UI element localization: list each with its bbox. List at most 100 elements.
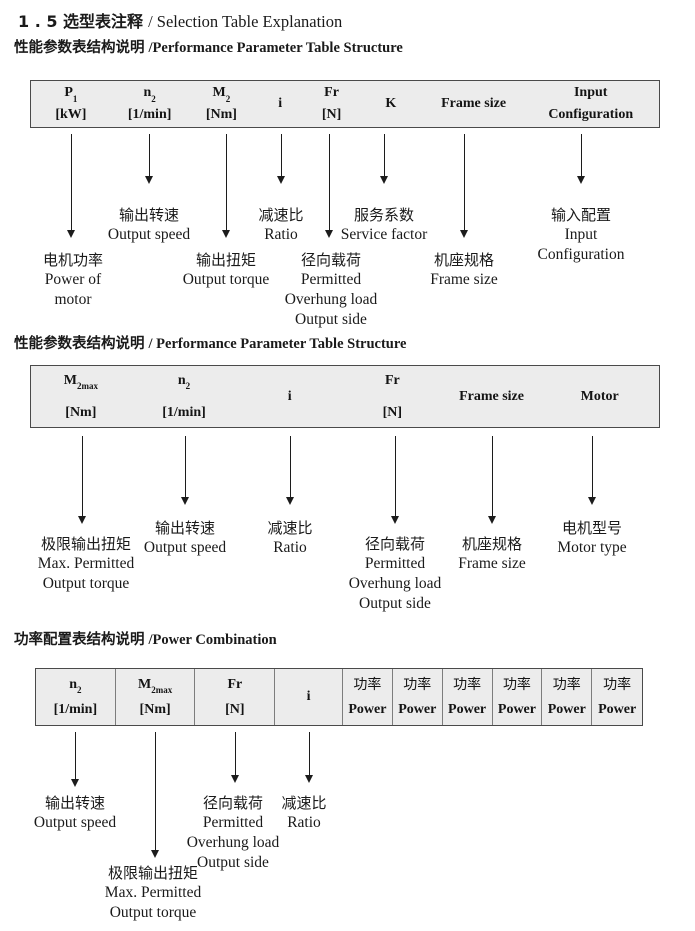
table3-col-power-3: 功率 Power bbox=[443, 669, 493, 725]
table1-col-n2: n2 [1/min] bbox=[111, 81, 189, 127]
table1-header-row: P1 [kW] n2 [1/min] M2 [Nm] i Fr [N] K bbox=[30, 80, 660, 128]
label-t1-output-speed: 输出转速 Output speed bbox=[107, 206, 191, 243]
arrow-table1-i bbox=[277, 134, 285, 184]
arrow-table2-fr bbox=[391, 436, 399, 524]
table3-col-m2max-unit: [Nm] bbox=[139, 701, 171, 717]
arrow-table1-k bbox=[380, 134, 388, 184]
table2-col-i: i bbox=[237, 366, 342, 427]
table2-col-m2max: M2max [Nm] bbox=[31, 366, 131, 427]
table1-col-input-line2: Configuration bbox=[548, 107, 634, 122]
table3-col-power-2: 功率 Power bbox=[393, 669, 443, 725]
table3-col-power-4: 功率 Power bbox=[493, 669, 543, 725]
table1-col-fr-unit: [N] bbox=[321, 107, 342, 122]
table1-col-input-configuration: Input Configuration bbox=[522, 81, 659, 127]
table1-col-k-symbol: K bbox=[385, 96, 397, 111]
table3-power-en: Power bbox=[547, 701, 586, 717]
arrow-table1-frame-size bbox=[460, 134, 468, 238]
table3-header-row: n2 [1/min] M2max [Nm] Fr [N] i 功率 Power … bbox=[35, 668, 643, 726]
arrow-table3-m2max bbox=[151, 732, 159, 858]
table3-col-power-1: 功率 Power bbox=[343, 669, 393, 725]
table3-power-zh: 功率 bbox=[453, 676, 482, 693]
table3-power-en: Power bbox=[497, 701, 536, 717]
table1-col-m2-unit: [Nm] bbox=[205, 107, 237, 122]
table2-col-n2: n2 [1/min] bbox=[131, 366, 238, 427]
table2-col-m2max-unit: [Nm] bbox=[65, 404, 97, 420]
table1-col-input-line1: Input bbox=[573, 85, 608, 100]
table1-col-i: i bbox=[254, 81, 306, 127]
table3-col-power-6: 功率 Power bbox=[592, 669, 642, 725]
section3-heading-en: /Power Combination bbox=[148, 632, 277, 648]
table3-col-i: i bbox=[275, 669, 343, 725]
table2-col-n2-symbol: n2 bbox=[177, 372, 191, 392]
table2-col-i-symbol: i bbox=[287, 388, 292, 404]
table3-power-zh: 功率 bbox=[552, 676, 581, 693]
label-t2-overhung-load: 径向载荷 Permitted Overhung load Output side bbox=[348, 535, 442, 612]
section1-heading: 性能参数表结构说明/Performance Parameter Table St… bbox=[14, 36, 403, 57]
label-t1-overhung-load: 径向载荷 Permitted Overhung load Output side bbox=[284, 251, 378, 328]
table1-col-p1: P1 [kW] bbox=[31, 81, 111, 127]
label-t2-ratio: 减速比 Ratio bbox=[267, 519, 313, 556]
arrow-table2-n2 bbox=[181, 436, 189, 505]
table3-col-n2-unit: [1/min] bbox=[53, 701, 98, 717]
label-t3-output-speed: 输出转速 Output speed bbox=[33, 794, 117, 831]
table3-power-zh: 功率 bbox=[353, 676, 382, 693]
table2-col-frame-size-label: Frame size bbox=[459, 388, 524, 404]
label-t1-service-factor: 服务系数 Service factor bbox=[340, 206, 428, 243]
arrow-table2-motor bbox=[588, 436, 596, 505]
table3-col-fr-unit: [N] bbox=[225, 701, 245, 717]
section1-heading-zh: 性能参数表结构说明 bbox=[14, 40, 145, 56]
table3-col-power-5: 功率 Power bbox=[542, 669, 593, 725]
table3-power-zh: 功率 bbox=[403, 676, 432, 693]
table1-col-fr: Fr [N] bbox=[306, 81, 357, 127]
table1-col-frame-size: Frame size bbox=[425, 81, 523, 127]
arrow-table2-i bbox=[286, 436, 294, 505]
section2-heading: 性能参数表结构说明/ Performance Parameter Table S… bbox=[14, 332, 406, 353]
label-t2-motor-type: 电机型号 Motor type bbox=[557, 519, 627, 556]
page-title-en: / Selection Table Explanation bbox=[148, 12, 343, 31]
label-t1-output-torque: 输出扭矩 Output torque bbox=[182, 251, 270, 288]
section3-heading-zh: 功率配置表结构说明 bbox=[14, 632, 145, 648]
page-title-zh: 1 . 5 选型表注释 bbox=[18, 12, 144, 31]
table3-power-zh: 功率 bbox=[502, 676, 531, 693]
section2-heading-zh: 性能参数表结构说明 bbox=[14, 336, 145, 352]
section3-heading: 功率配置表结构说明/Power Combination bbox=[14, 628, 277, 649]
label-t1-frame-size: 机座规格 Frame size bbox=[430, 251, 498, 288]
table1-col-k: K bbox=[357, 81, 425, 127]
arrow-table3-i bbox=[305, 732, 313, 783]
table2-header-row: M2max [Nm] n2 [1/min] i Fr [N] Frame siz… bbox=[30, 365, 660, 428]
table2-col-fr: Fr [N] bbox=[342, 366, 443, 427]
table2-col-fr-unit: [N] bbox=[382, 404, 403, 420]
table2-col-frame-size: Frame size bbox=[443, 366, 541, 427]
label-t1-input-configuration: 输入配置 Input Configuration bbox=[537, 206, 625, 263]
table2-col-motor-label: Motor bbox=[580, 388, 619, 404]
table1-col-m2: M2 [Nm] bbox=[189, 81, 255, 127]
section1-heading-en: /Performance Parameter Table Structure bbox=[148, 40, 403, 56]
arrow-table1-n2 bbox=[145, 134, 153, 184]
table1-col-n2-unit: [1/min] bbox=[127, 107, 172, 122]
table1-col-i-symbol: i bbox=[278, 96, 283, 111]
table1-col-p1-unit: [kW] bbox=[55, 107, 87, 122]
table3-col-m2max: M2max [Nm] bbox=[116, 669, 196, 725]
arrow-table1-input bbox=[577, 134, 585, 184]
table3-power-zh: 功率 bbox=[603, 676, 632, 693]
label-t3-overhung-load: 径向载荷 Permitted Overhung load Output side bbox=[186, 794, 280, 871]
table3-power-en: Power bbox=[348, 701, 387, 717]
arrow-table1-p1 bbox=[67, 134, 75, 238]
label-t2-output-speed: 输出转速 Output speed bbox=[143, 519, 227, 556]
label-t1-ratio: 减速比 Ratio bbox=[258, 206, 304, 243]
table3-col-n2-symbol: n2 bbox=[69, 676, 82, 696]
table2-col-fr-symbol: Fr bbox=[384, 372, 400, 388]
table2-col-n2-unit: [1/min] bbox=[162, 404, 206, 420]
table1-col-fr-symbol: Fr bbox=[324, 85, 339, 100]
table3-col-fr-symbol: Fr bbox=[227, 676, 243, 692]
table1-col-m2-symbol: M2 bbox=[212, 85, 231, 104]
table2-col-motor: Motor bbox=[540, 366, 659, 427]
section2-heading-en: / Performance Parameter Table Structure bbox=[148, 336, 407, 352]
table3-power-en: Power bbox=[598, 701, 637, 717]
table2-col-m2max-symbol: M2max bbox=[63, 372, 98, 392]
table1-col-frame-size-label: Frame size bbox=[441, 96, 507, 111]
arrow-table3-fr bbox=[231, 732, 239, 783]
label-t2-max-output-torque: 极限输出扭矩 Max. Permitted Output torque bbox=[37, 535, 135, 592]
label-t2-frame-size: 机座规格 Frame size bbox=[458, 535, 526, 572]
